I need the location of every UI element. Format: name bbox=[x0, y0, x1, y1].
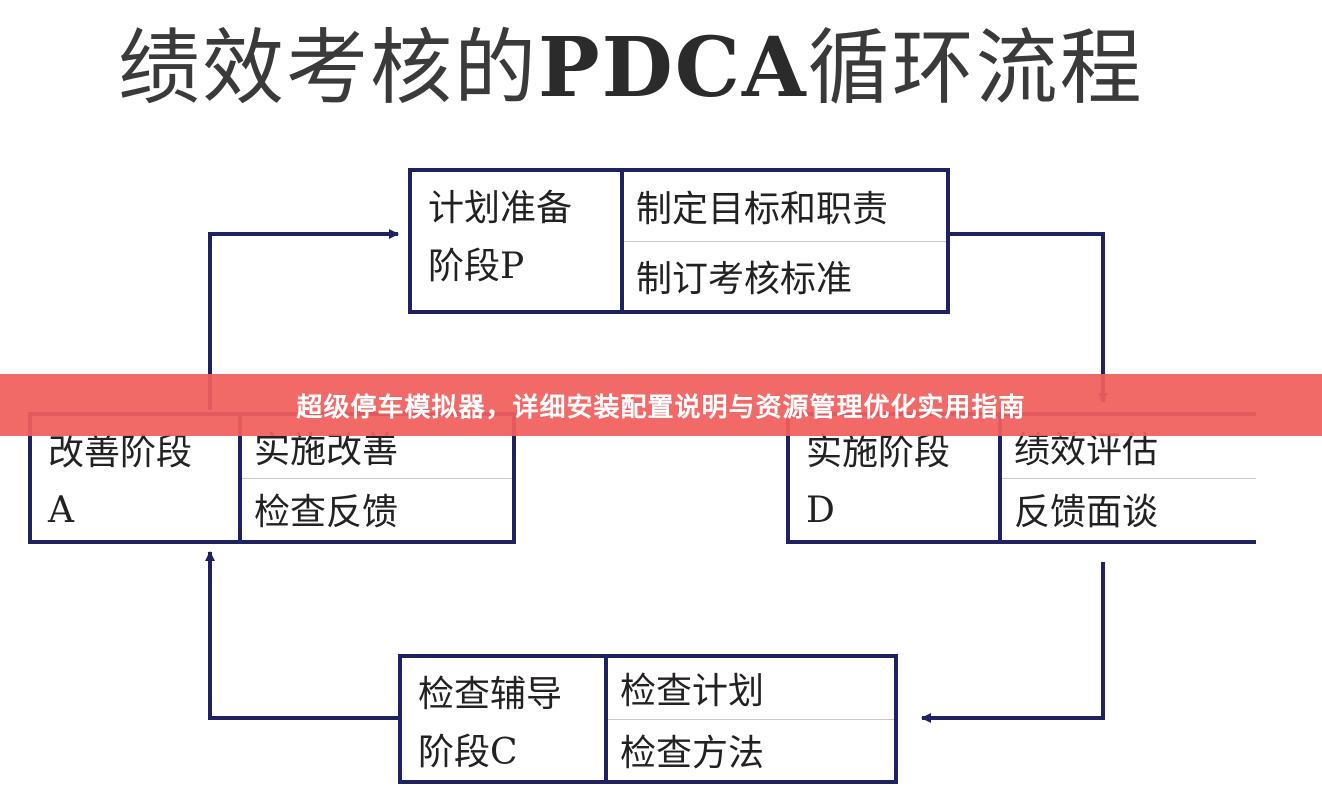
stage-act-name: 改善阶段 A bbox=[32, 416, 242, 540]
title-text: 绩效考核的 bbox=[118, 21, 539, 116]
arrow-do-to-check bbox=[921, 562, 1105, 723]
stage-act-item2: 检查反馈 bbox=[242, 477, 512, 541]
stage-check-name-line1: 检查辅导 bbox=[418, 674, 563, 715]
stage-do-name-line2: D bbox=[806, 490, 835, 531]
stage-do-item2: 反馈面谈 bbox=[1002, 477, 1256, 541]
stage-plan-name: 计划准备 阶段P bbox=[412, 172, 624, 310]
stage-check: 检查辅导 阶段C 检查计划 检查方法 bbox=[398, 654, 898, 784]
diagram-title: 绩效考核的PDCA循环流程 bbox=[118, 18, 1144, 119]
stage-check-item1: 检查计划 bbox=[620, 671, 765, 713]
stage-do-name-line1: 实施阶段 bbox=[806, 432, 951, 473]
stage-do-name: 实施阶段 D bbox=[790, 416, 1002, 540]
stage-plan-item2: 制订考核标准 bbox=[624, 240, 946, 311]
banner-text: 超级停车模拟器，详细安装配置说明与资源管理优化实用指南 bbox=[296, 392, 1026, 423]
stage-check-name: 检查辅导 阶段C bbox=[402, 658, 608, 780]
arrow-act-to-plan bbox=[208, 229, 399, 410]
stage-act-name-line2: A bbox=[48, 490, 74, 531]
stage-plan-name-line1: 计划准备 bbox=[428, 188, 573, 229]
stage-do-item1: 绩效评估 bbox=[1014, 429, 1159, 471]
stage-check-name-line2: 阶段C bbox=[418, 732, 518, 773]
stage-plan-item1: 制定目标和职责 bbox=[636, 189, 889, 231]
stage-plan-name-line2: 阶段P bbox=[428, 246, 525, 287]
arrow-plan-to-do bbox=[948, 232, 1108, 403]
stage-plan: 计划准备 阶段P 制定目标和职责 制订考核标准 bbox=[408, 168, 950, 314]
overlay-banner: 超级停车模拟器，详细安装配置说明与资源管理优化实用指南 bbox=[0, 374, 1322, 436]
arrow-check-to-act bbox=[205, 551, 398, 720]
stage-check-item2: 检查方法 bbox=[608, 718, 894, 781]
title-suffix: 循环流程 bbox=[807, 21, 1144, 116]
stage-act-item1: 实施改善 bbox=[254, 429, 399, 471]
title-latin: PDCA bbox=[538, 20, 808, 116]
stage-act-name-line1: 改善阶段 bbox=[48, 432, 193, 473]
